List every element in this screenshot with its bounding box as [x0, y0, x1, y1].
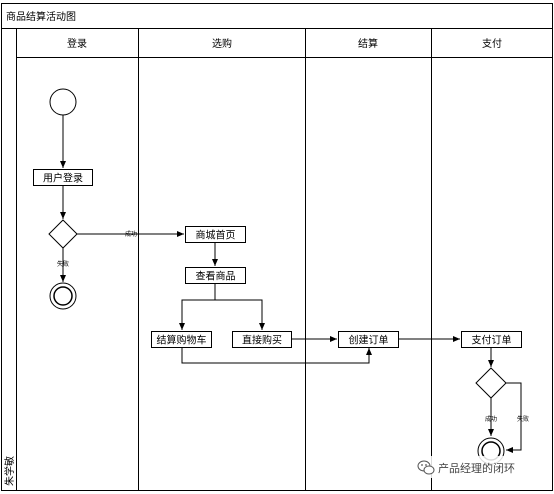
- lane-header-login: 登录: [67, 37, 87, 50]
- node-view-products-label: 查看商品: [196, 270, 236, 283]
- lane-header-shopping: 选购: [212, 37, 232, 50]
- node-checkout-cart: [151, 331, 212, 348]
- edge-products-to-buy-now: [215, 299, 265, 330]
- edge-label-login-fail: 失败: [57, 260, 69, 268]
- node-buy-now: [232, 331, 292, 348]
- node-create-order-label: 创建订单: [349, 334, 389, 347]
- node-user-login-label: 用户登录: [43, 172, 83, 185]
- diagram-frame: [1, 3, 553, 491]
- node-create-order: [338, 331, 399, 348]
- node-mall-home-label: 商城首页: [196, 229, 236, 242]
- lane-owner-label: 朱学敏: [3, 456, 16, 486]
- node-pay-order-label: 支付订单: [472, 334, 512, 347]
- edge-label-login-success: 成功: [125, 230, 137, 238]
- node-buy-now-label: 直接购买: [242, 334, 282, 347]
- node-pay-order: [461, 331, 522, 348]
- lane-header-checkout: 结算: [358, 37, 378, 50]
- node-user-login: [33, 169, 93, 186]
- node-view-products: [185, 267, 246, 284]
- node-checkout-cart-label: 结算购物车: [157, 334, 207, 347]
- edge-label-pay-fail: 失败: [517, 415, 529, 423]
- node-mall-home: [185, 226, 246, 243]
- edge-cart-to-order: [181, 348, 372, 364]
- edge-label-pay-success: 成功: [485, 415, 497, 423]
- wechat-icon: [417, 460, 435, 475]
- start-node: [49, 88, 77, 116]
- edge-pay-fail: [506, 382, 522, 453]
- watermark-text: 产品经理的闭环: [438, 461, 515, 475]
- lane-header-payment: 支付: [482, 37, 502, 50]
- watermark-backdrop: [414, 456, 552, 478]
- diagram-title: 商品结算活动图: [6, 10, 76, 23]
- edge-products-branch: [179, 284, 216, 330]
- end-node-login-inner: [53, 286, 73, 306]
